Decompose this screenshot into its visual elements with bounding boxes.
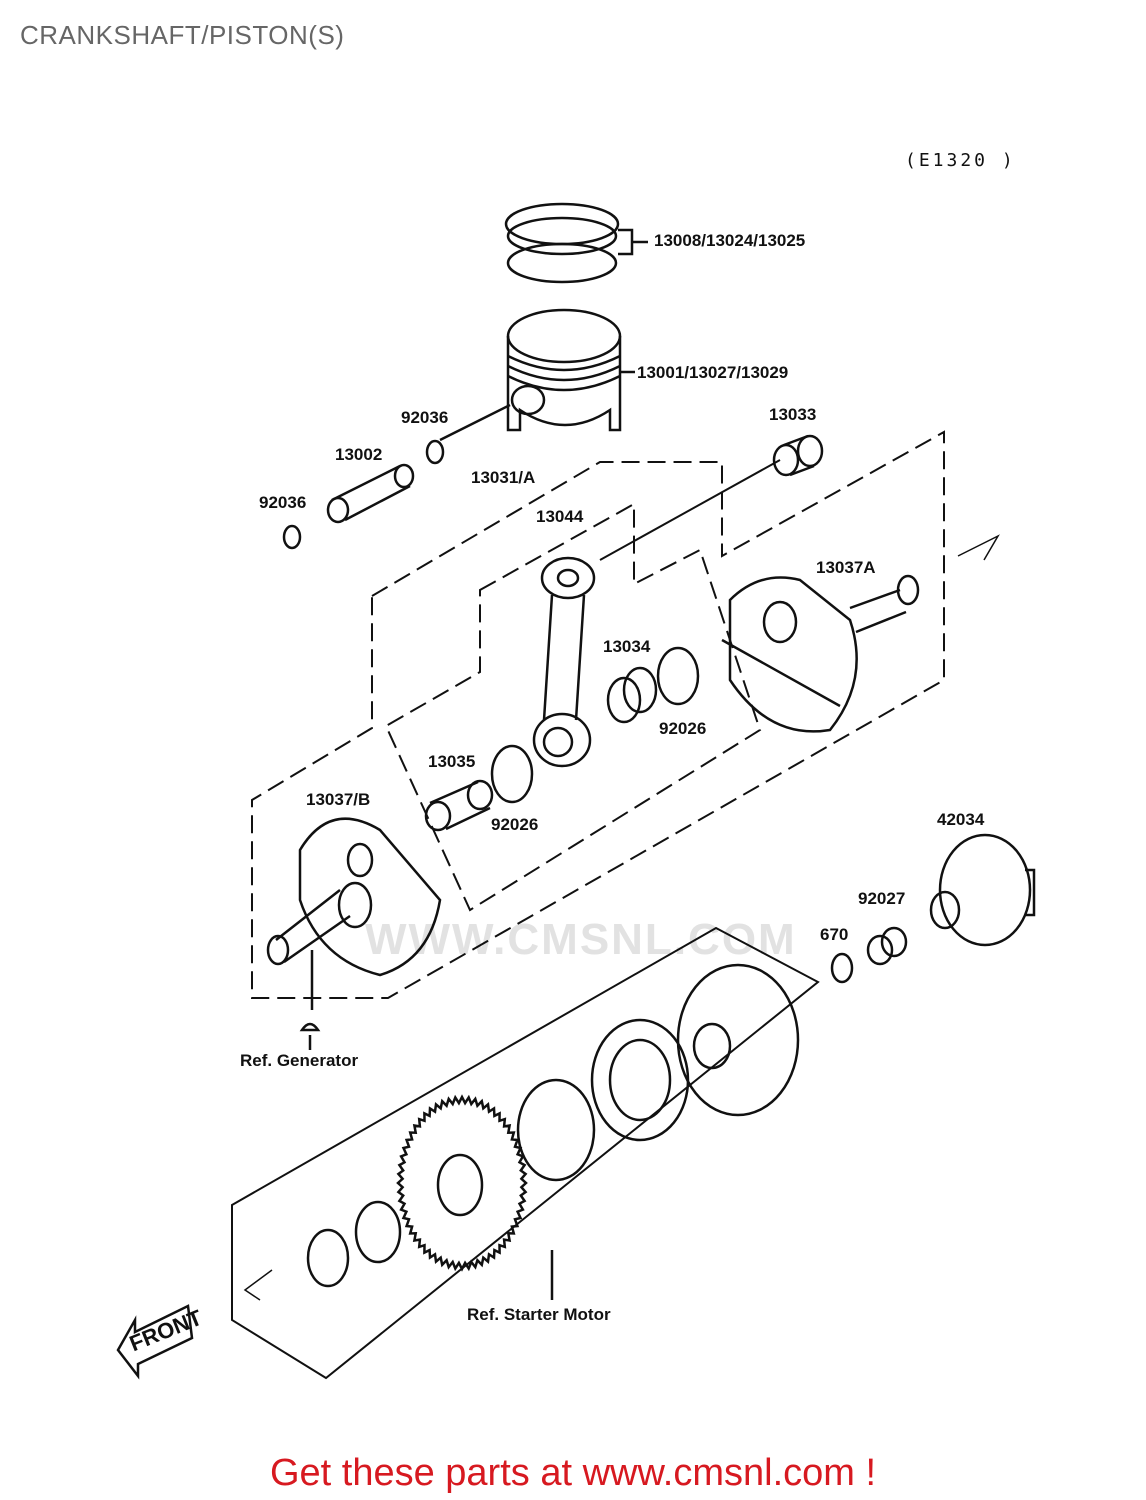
diagram-code: (E1320 ) bbox=[905, 150, 1016, 171]
label-crank-half-a[interactable]: 13037A bbox=[816, 558, 876, 577]
clip-upper[interactable] bbox=[425, 439, 445, 465]
crankpin[interactable] bbox=[424, 779, 494, 832]
connecting-rod[interactable] bbox=[532, 556, 596, 768]
label-ring-670[interactable]: 670 bbox=[820, 925, 849, 944]
nut-42034[interactable] bbox=[929, 833, 1036, 947]
starter-gear[interactable] bbox=[396, 1094, 528, 1272]
label-clip-lower[interactable]: 92036 bbox=[259, 493, 307, 512]
thrust-washer-left[interactable] bbox=[490, 744, 534, 804]
ring-670[interactable] bbox=[830, 952, 854, 984]
ref-starter-motor[interactable]: Ref. Starter Motor bbox=[467, 1305, 611, 1324]
page-title: CRANKSHAFT/PISTON(S) bbox=[20, 20, 345, 50]
circlip-starter[interactable] bbox=[306, 1228, 350, 1288]
crank-half-b[interactable] bbox=[266, 817, 442, 977]
watermark: WWW.CMSNL.COM bbox=[365, 915, 797, 964]
starter-clutch[interactable] bbox=[516, 963, 800, 1182]
clip-lower[interactable] bbox=[282, 524, 302, 550]
ref-generator[interactable]: Ref. Generator bbox=[240, 1051, 359, 1070]
label-rings[interactable]: 13008/13024/13025 bbox=[654, 231, 806, 250]
footer-link[interactable]: Get these parts at www.cmsnl.com ! bbox=[269, 1452, 877, 1494]
gear-teeth bbox=[396, 1094, 528, 1272]
piston[interactable] bbox=[506, 308, 635, 432]
thrust-washer-right[interactable] bbox=[656, 646, 700, 706]
crank-half-a[interactable] bbox=[721, 574, 920, 733]
label-clip-upper[interactable]: 92036 bbox=[401, 408, 449, 427]
label-nut-42034[interactable]: 42034 bbox=[937, 810, 985, 829]
label-big-end-bearing[interactable]: 13034 bbox=[603, 637, 651, 656]
label-piston-pin[interactable]: 13002 bbox=[335, 445, 383, 464]
front-arrow-icon bbox=[116, 1304, 194, 1380]
label-crankshaft-assy[interactable]: 13031/A bbox=[471, 468, 536, 487]
label-collar-92027[interactable]: 92027 bbox=[858, 889, 906, 908]
collar-92027[interactable] bbox=[866, 926, 908, 966]
label-piston[interactable]: 13001/13027/13029 bbox=[637, 363, 789, 382]
woodruff-key[interactable] bbox=[299, 1022, 321, 1032]
small-end-bearing[interactable] bbox=[772, 434, 824, 477]
label-washer-left[interactable]: 92026 bbox=[491, 815, 539, 834]
washer-starter[interactable] bbox=[354, 1200, 402, 1264]
label-crankpin[interactable]: 13035 bbox=[428, 752, 476, 771]
label-conrod[interactable]: 13044 bbox=[536, 507, 584, 526]
piston-rings[interactable] bbox=[504, 202, 648, 284]
label-small-end-bearing[interactable]: 13033 bbox=[769, 405, 817, 424]
label-crank-half-b[interactable]: 13037/B bbox=[306, 790, 371, 809]
big-end-bearing[interactable] bbox=[606, 666, 658, 724]
piston-pin[interactable] bbox=[326, 463, 415, 524]
label-washer-right[interactable]: 92026 bbox=[659, 719, 707, 738]
